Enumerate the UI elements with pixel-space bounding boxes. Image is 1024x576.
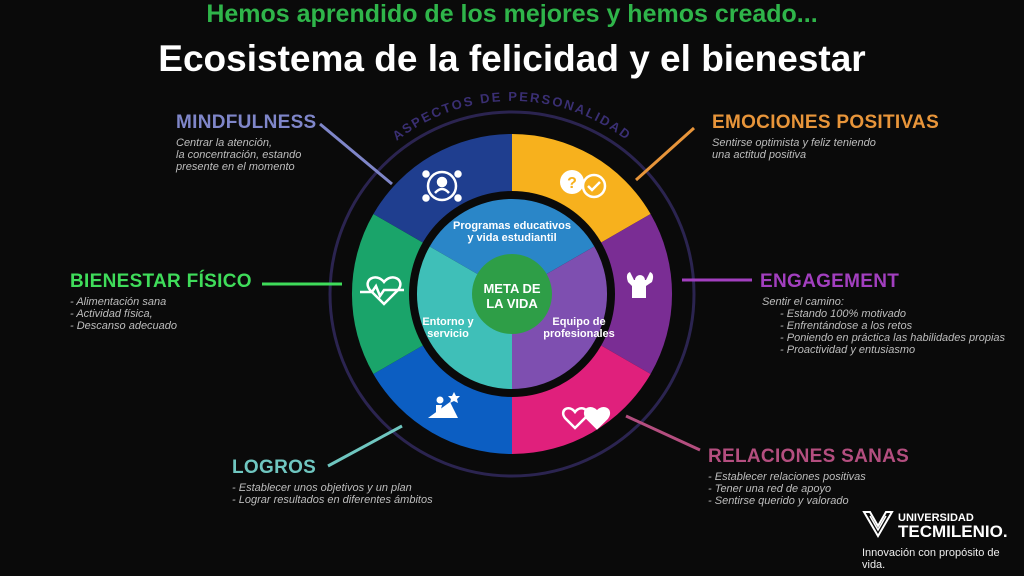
logros-title: LOGROS	[232, 457, 317, 478]
bienestar-item: Alimentación sana	[70, 296, 177, 308]
emociones-line: Sentirse optimista y feliz teniendo	[712, 137, 876, 149]
connector-emociones	[634, 126, 696, 182]
outer-ring	[328, 110, 696, 478]
relaciones-item: Tener una red de apoyo	[708, 483, 866, 495]
engagement-title: ENGAGEMENT	[760, 271, 900, 292]
inner-programas-line2: y vida estudiantil	[467, 232, 557, 244]
logros-description: Establecer unos objetivos y un plan Logr…	[232, 482, 433, 506]
heartbeat-icon	[360, 276, 404, 306]
center-circle	[472, 254, 552, 334]
relaciones-item: Sentirse querido y valorado	[708, 495, 866, 507]
mindfulness-title: MINDFULNESS	[176, 112, 317, 133]
mindfulness-line: Centrar la atención,	[176, 137, 272, 149]
tecmilenio-logo-icon	[862, 511, 894, 538]
engagement-item: Enfrentándose a los retos	[762, 320, 1005, 332]
center-label: META DE LA VIDA	[472, 281, 552, 311]
mindfulness-line: presente en el momento	[176, 161, 295, 173]
engagement-item: Estando 100% motivado	[762, 308, 1005, 320]
connector-relaciones	[625, 414, 701, 452]
inner-label-entorno: Entorno y servicio	[410, 316, 486, 340]
engagement-item: Poniendo en práctica las habilidades pro…	[762, 332, 1005, 344]
inner-equipo-line2: profesionales	[543, 328, 615, 340]
header-subtitle: Hemos aprendido de los mejores y hemos c…	[206, 0, 818, 28]
engagement-item: Proactividad y entusiasmo	[762, 344, 1005, 356]
inner-programas-line1: Programas educativos	[453, 220, 571, 232]
engagement-description: Sentir el camino: Estando 100% motivado …	[762, 296, 1005, 356]
logo-name: TECMILENIO.	[898, 522, 1008, 541]
connector-logros	[327, 424, 403, 468]
logros-item: Establecer unos objetivos y un plan	[232, 482, 433, 494]
connector-mindfulness	[319, 122, 393, 186]
mindfulness-description: Centrar la atención, la concentración, e…	[176, 137, 301, 173]
hearts-icon	[561, 407, 611, 430]
logo-university-label: UNIVERSIDAD	[898, 512, 974, 524]
emociones-description: Sentirse optimista y feliz teniendo una …	[712, 137, 876, 161]
inner-label-equipo: Equipo de profesionales	[536, 316, 622, 340]
climber-star-icon	[428, 392, 460, 418]
speech-bubbles-icon: ?	[560, 170, 607, 199]
relaciones-title: RELACIONES SANAS	[708, 446, 910, 467]
strong-person-icon	[626, 272, 654, 298]
logo-tagline: Innovación con propósito de vida.	[862, 547, 1000, 571]
inner-label-programas: Programas educativos y vida estudiantil	[452, 220, 572, 244]
bienestar-description: Alimentación sana Actividad física, Desc…	[70, 296, 177, 332]
engagement-intro: Sentir el camino:	[762, 296, 844, 308]
center-line2: LA VIDA	[486, 296, 538, 311]
bienestar-title: BIENESTAR FÍSICO	[70, 271, 252, 292]
relaciones-item: Establecer relaciones positivas	[708, 471, 866, 483]
emociones-line: una actitud positiva	[712, 149, 807, 161]
page-title: Ecosistema de la felicidad y el bienesta…	[158, 38, 866, 79]
bienestar-item: Actividad física,	[70, 308, 177, 320]
center-line1: META DE	[483, 281, 541, 296]
relaciones-description: Establecer relaciones positivas Tener un…	[708, 471, 866, 507]
mindfulness-line: la concentración, estando	[176, 149, 302, 161]
inner-entorno-line1: Entorno y	[422, 316, 474, 328]
inner-entorno-line2: servicio	[427, 328, 469, 340]
bienestar-item: Descanso adecuado	[70, 320, 177, 332]
inner-segment-programas	[429, 198, 595, 294]
logros-item: Lograr resultados en diferentes ámbitos	[232, 494, 433, 506]
people-network-icon	[422, 170, 462, 202]
emociones-title: EMOCIONES POSITIVAS	[712, 112, 940, 133]
svg-text:?: ?	[567, 175, 577, 192]
inner-equipo-line1: Equipo de	[552, 316, 606, 328]
